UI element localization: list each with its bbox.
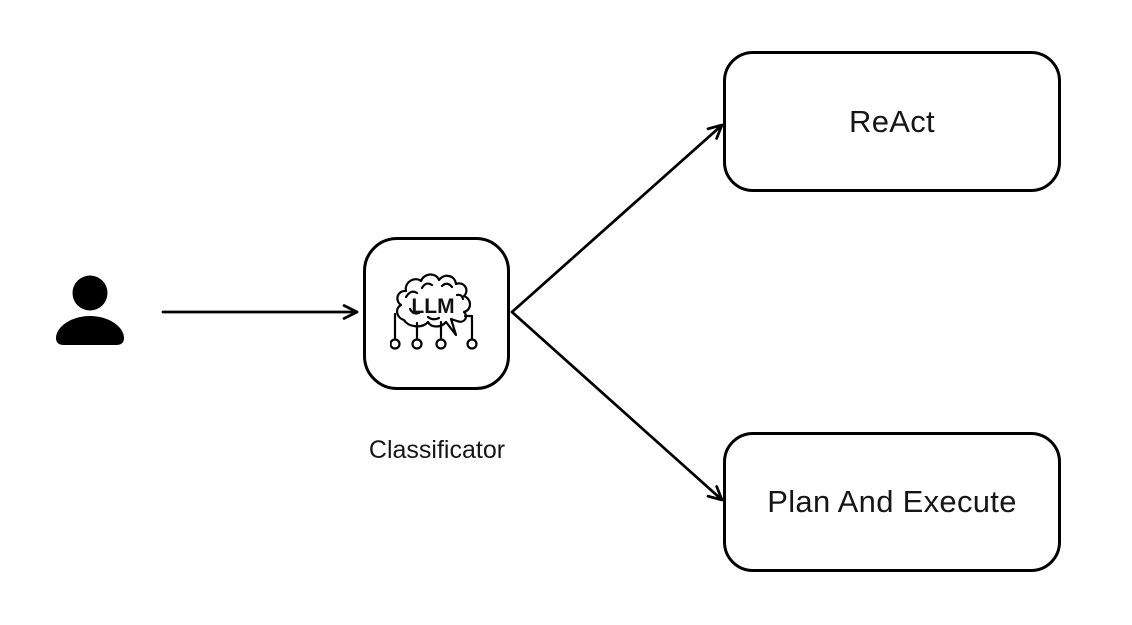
node-plan-and-execute-label: Plan And Execute (767, 484, 1017, 519)
edge-classificator-to-react[interactable] (510, 123, 724, 314)
node-plan-and-execute[interactable]: Plan And Execute (723, 432, 1061, 572)
node-classificator-label: Classificator (368, 436, 506, 464)
llm-icon-text: LLM (411, 295, 454, 318)
llm-brain-icon: LLM (390, 273, 478, 350)
node-react-label: ReAct (849, 103, 935, 139)
edge-classificator-to-plan-and-execute[interactable] (510, 310, 724, 502)
node-classificator[interactable]: LLM (363, 237, 510, 390)
edge-user-to-classificator[interactable] (161, 304, 359, 320)
user-icon[interactable] (40, 260, 140, 360)
node-react[interactable]: ReAct (723, 51, 1061, 192)
